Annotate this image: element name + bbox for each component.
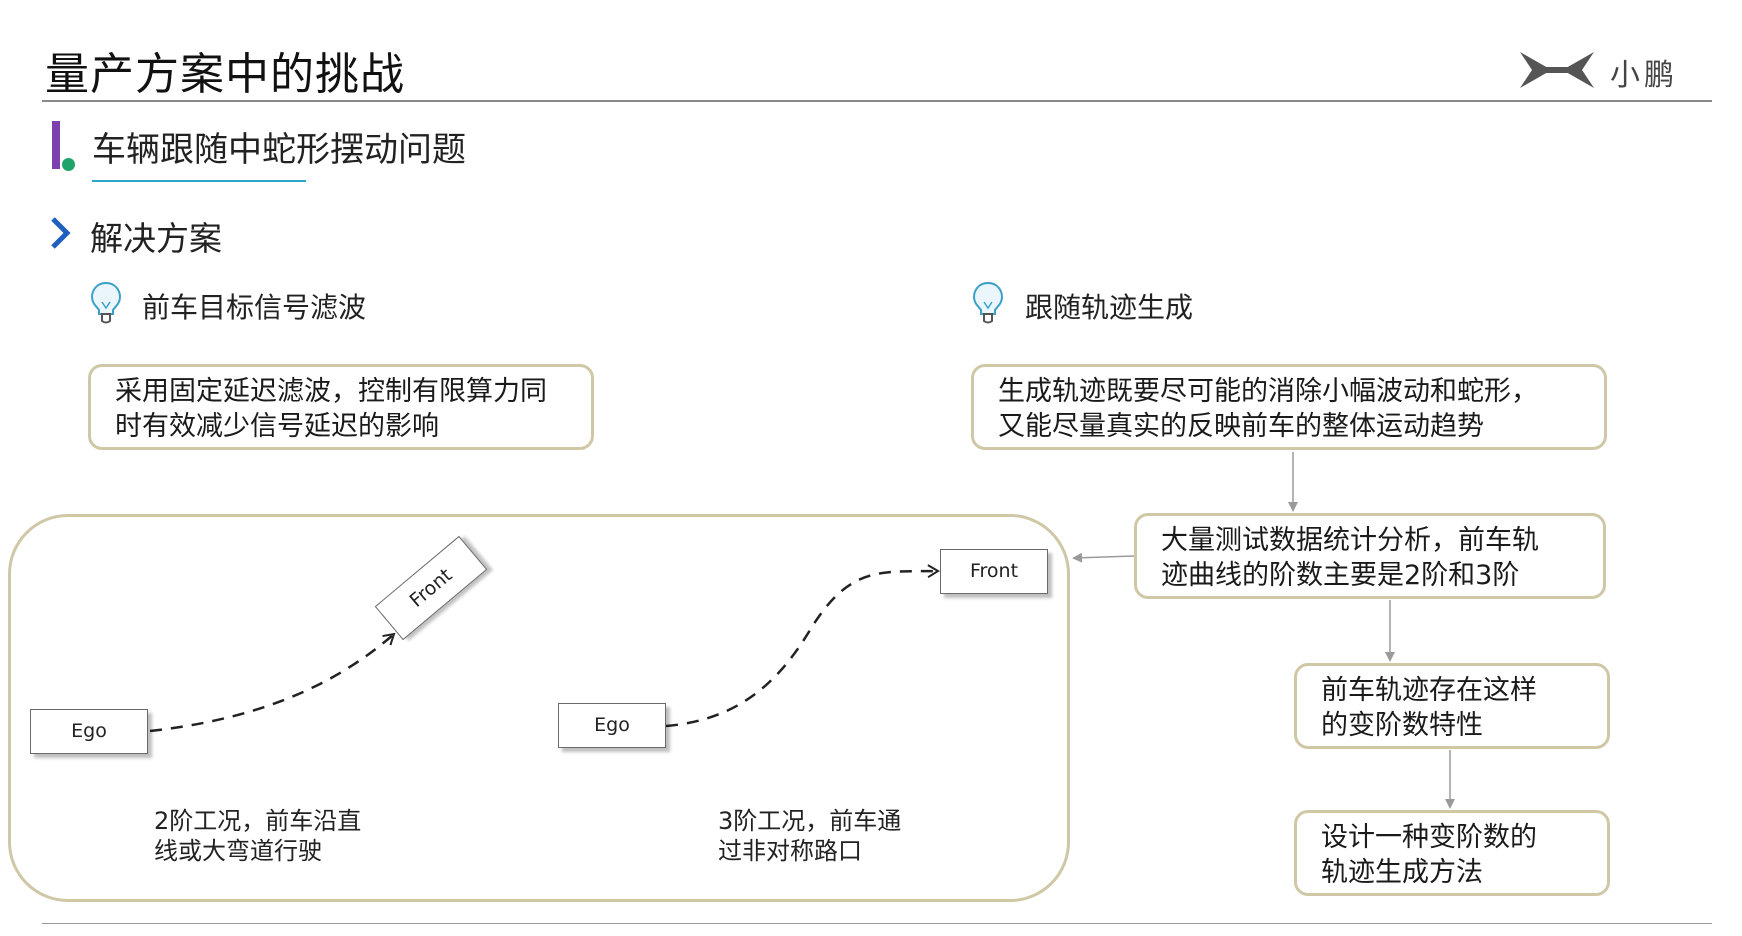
caption-line: 线或大弯道行驶 (154, 837, 322, 865)
trajectory-text-line: 又能尽量真实的反映前车的整体运动趋势 (998, 411, 1484, 442)
trajectory-goal-box: 生成轨迹既要尽可能的消除小幅波动和蛇形， 又能尽量真实的反映前车的整体运动趋势 (971, 364, 1607, 450)
ego-vehicle: Ego (30, 709, 148, 754)
footer-divider (42, 923, 1712, 924)
caption-line: 2阶工况，前车沿直 (154, 807, 362, 835)
variable-order-box: 前车轨迹存在这样 的变阶数特性 (1294, 663, 1610, 749)
statistics-text-line: 迹曲线的阶数主要是2阶和3阶 (1161, 560, 1520, 591)
trajectory-text-line: 生成轨迹既要尽可能的消除小幅波动和蛇形， (998, 376, 1538, 407)
section-accent-dot (62, 158, 75, 171)
lightbulb-icon (972, 281, 1004, 324)
statistics-text-line: 大量测试数据统计分析，前车轨 (1161, 525, 1539, 556)
ego-vehicle: Ego (558, 703, 666, 748)
caption-line: 3阶工况，前车通 (718, 807, 902, 835)
chevron-right-icon (51, 217, 71, 249)
variable-order-text-line: 前车轨迹存在这样 (1321, 675, 1537, 706)
filter-text-line: 时有效减少信号延迟的影响 (115, 411, 439, 442)
page-title: 量产方案中的挑战 (45, 49, 405, 100)
filter-description-box: 采用固定延迟滤波，控制有限算力同 时有效减少信号延迟的影响 (88, 364, 594, 450)
xpeng-logo-icon (1520, 52, 1594, 88)
design-text-line: 轨迹生成方法 (1321, 857, 1483, 888)
lightbulb-icon (90, 281, 122, 324)
header-divider (42, 100, 1712, 102)
section-underline (92, 180, 306, 182)
brand-name: 小鹏 (1610, 58, 1678, 93)
topic-trajectory-generation: 跟随轨迹生成 (1025, 291, 1194, 324)
statistics-box: 大量测试数据统计分析，前车轨 迹曲线的阶数主要是2阶和3阶 (1134, 513, 1606, 599)
scenario-frame (8, 514, 1070, 902)
design-method-box: 设计一种变阶数的 轨迹生成方法 (1294, 810, 1610, 896)
solution-label: 解决方案 (90, 219, 222, 258)
variable-order-text-line: 的变阶数特性 (1321, 710, 1483, 741)
scenario-caption-3rd-order: 3阶工况，前车通 过非对称路口 (718, 806, 901, 866)
design-text-line: 设计一种变阶数的 (1321, 822, 1537, 853)
scenario-caption-2nd-order: 2阶工况，前车沿直 线或大弯道行驶 (154, 806, 361, 866)
arrow-stats-to-frame (1072, 552, 1135, 563)
front-vehicle: Front (940, 549, 1048, 594)
topic-signal-filter: 前车目标信号滤波 (142, 291, 367, 324)
filter-text-line: 采用固定延迟滤波，控制有限算力同 (115, 376, 547, 407)
section-title: 车辆跟随中蛇形摆动问题 (92, 130, 466, 170)
section-accent-bar (52, 121, 60, 169)
caption-line: 过非对称路口 (718, 837, 862, 865)
